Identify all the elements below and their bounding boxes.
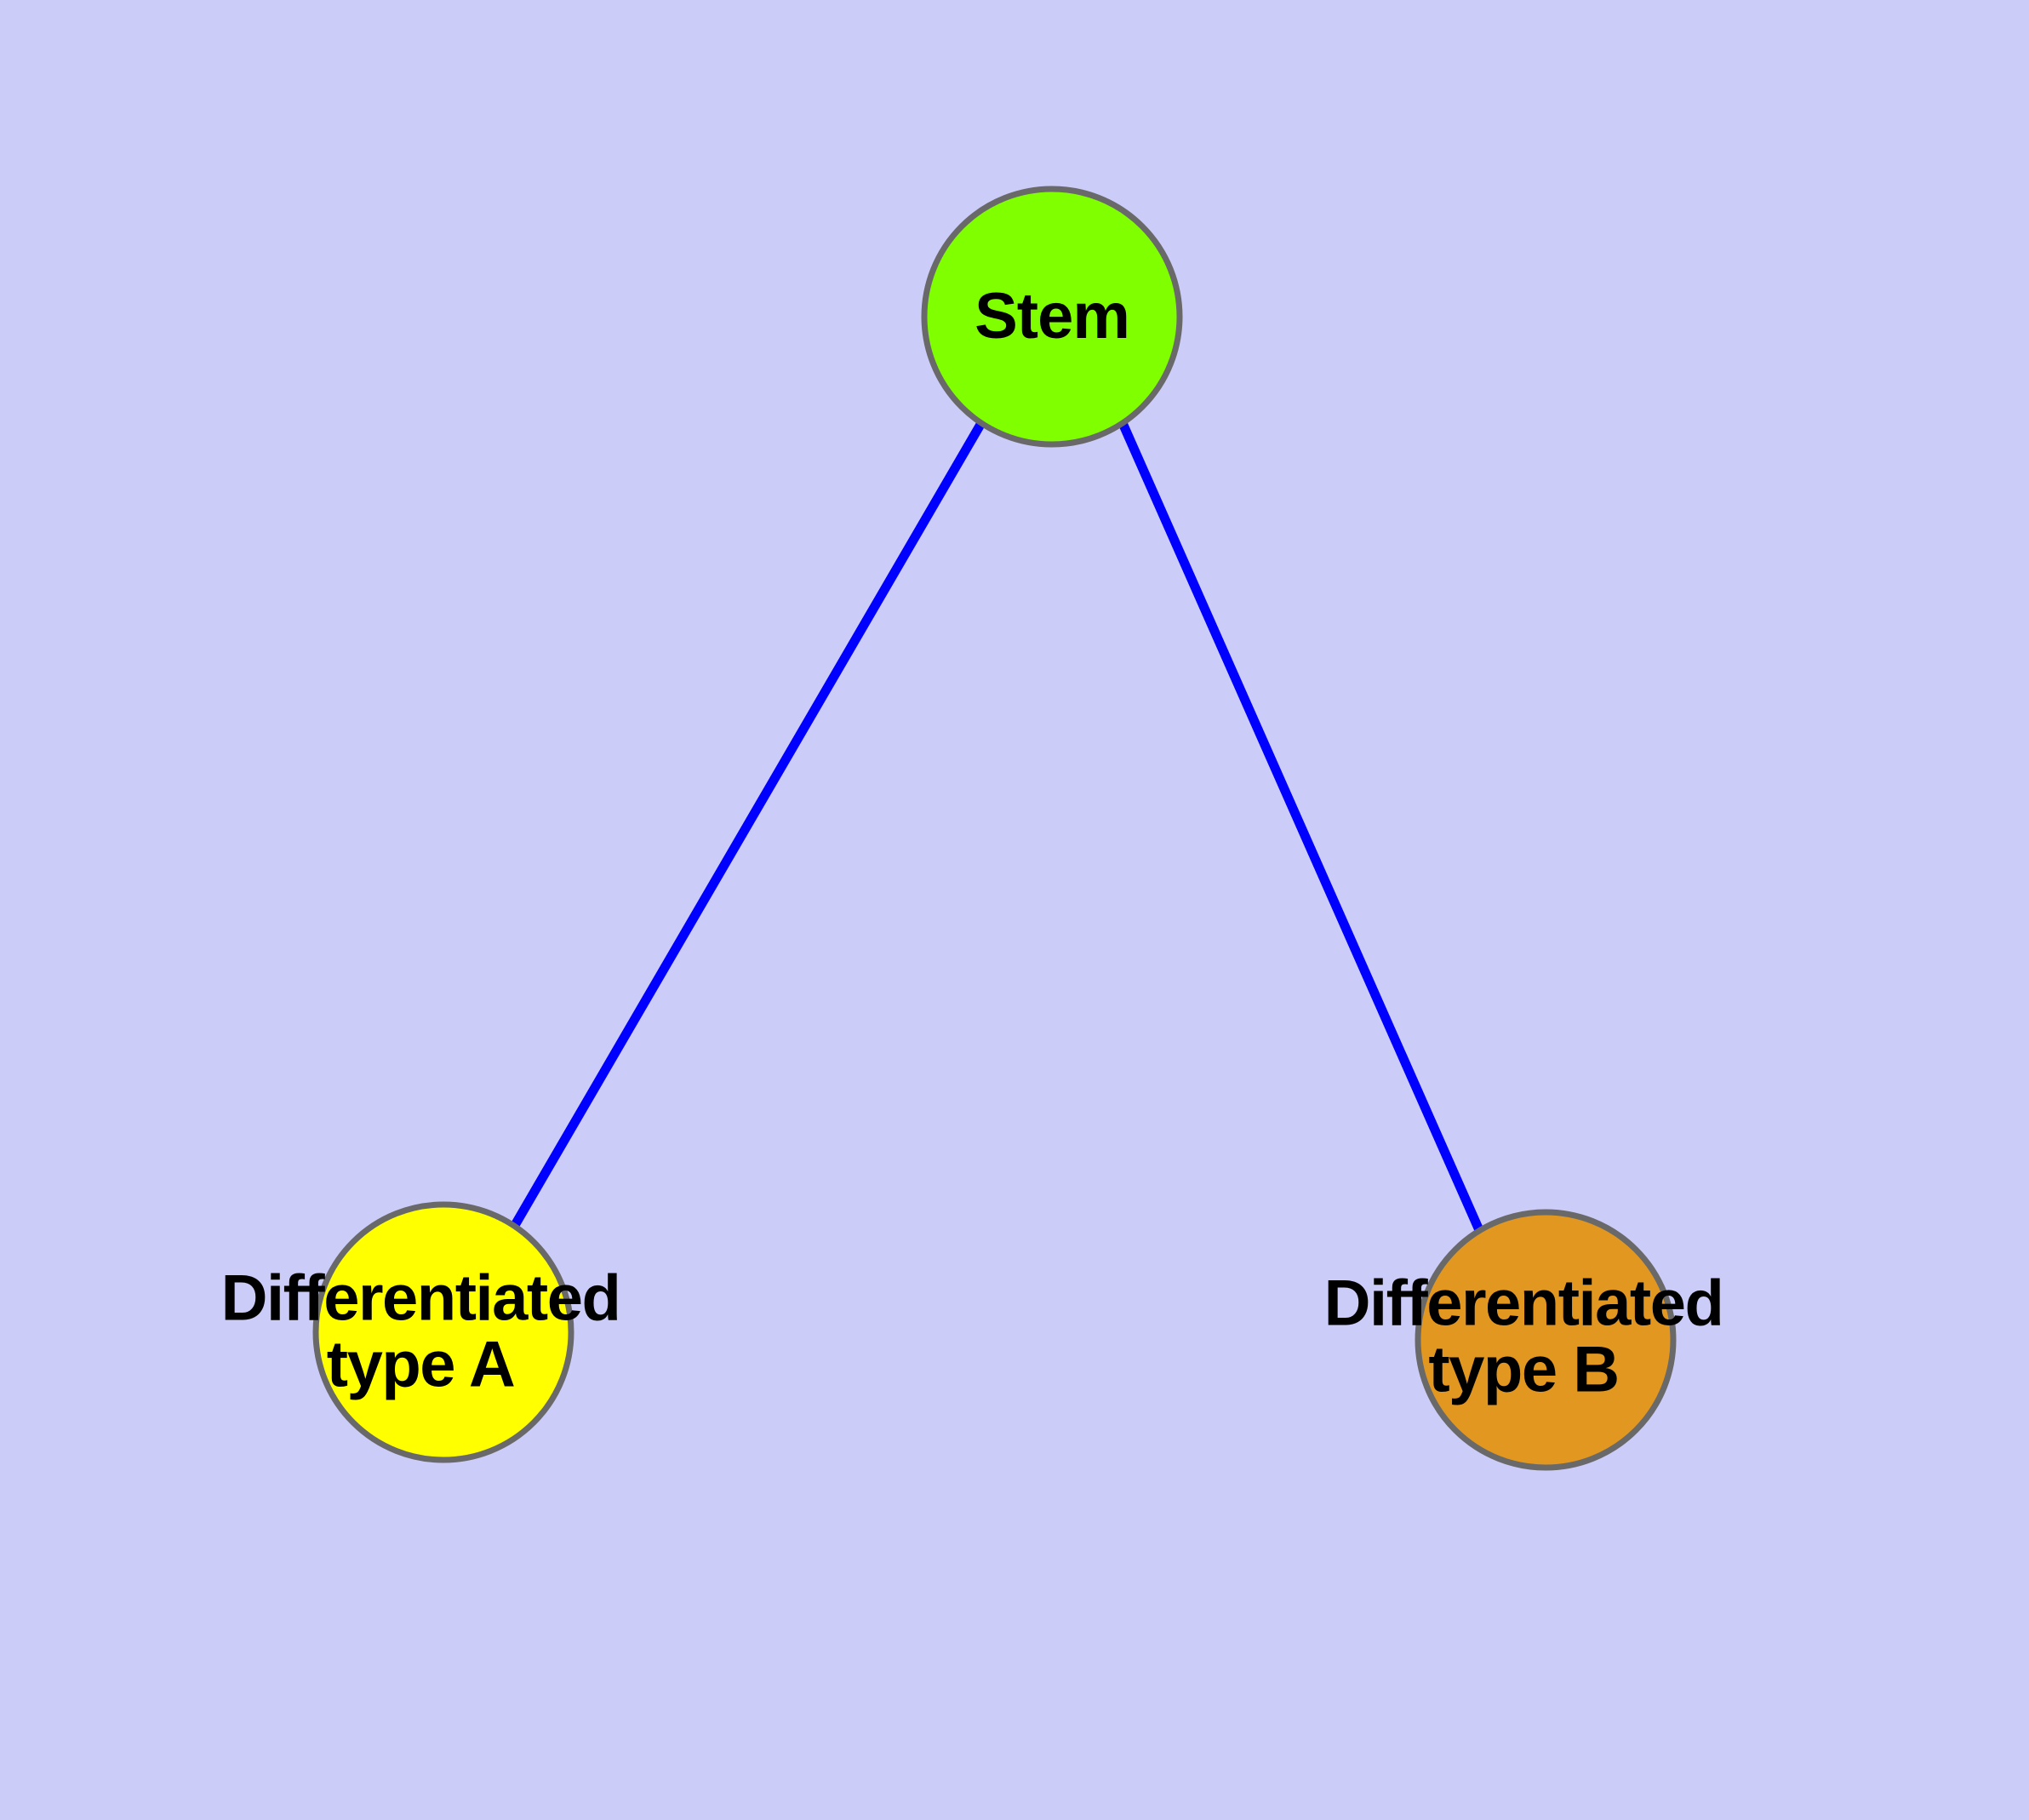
node-differentiated-type-b[interactable]	[1415, 1209, 1677, 1471]
edge-stem-to-differentiated-type-b	[1117, 421, 1484, 1233]
edge-layer	[510, 421, 1484, 1233]
node-differentiated-type-a[interactable]	[312, 1201, 574, 1463]
edge-stem-to-differentiated-type-a	[510, 421, 986, 1229]
node-stem[interactable]	[921, 186, 1183, 448]
node-layer	[312, 186, 1677, 1471]
